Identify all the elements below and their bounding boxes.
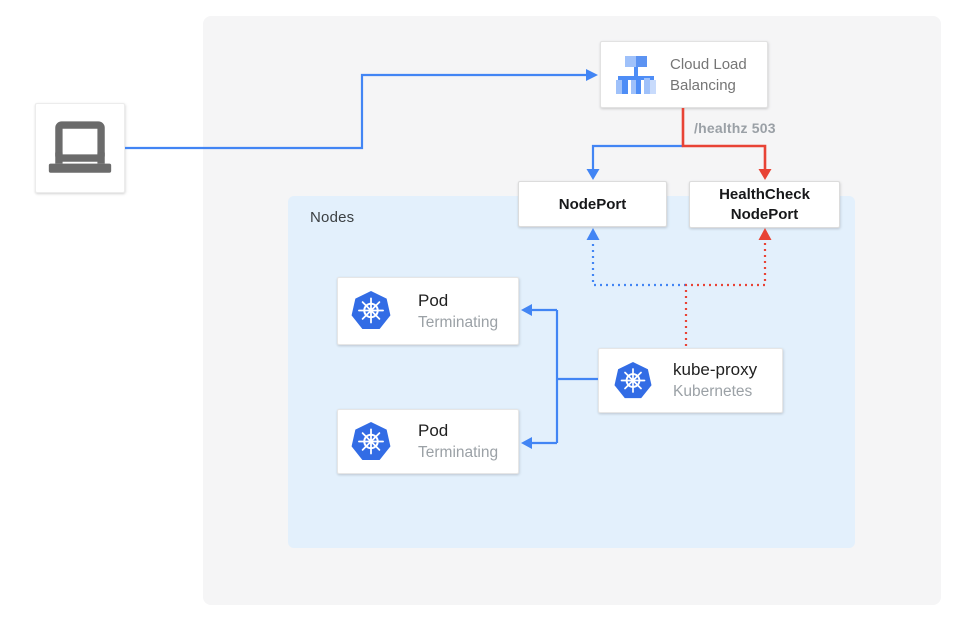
kube-proxy-title: kube-proxy xyxy=(673,360,758,379)
pod-text: Pod Terminating xyxy=(418,420,498,463)
pod-status: Terminating xyxy=(418,444,499,461)
healthz-status-label: /healthz 503 xyxy=(694,120,776,136)
healthcheck-label-line2: NodePort xyxy=(730,205,799,223)
kube-proxy-subtitle: Kubernetes xyxy=(673,383,753,400)
pod-title: Pod xyxy=(418,290,449,310)
load-balancer-icon xyxy=(616,55,656,94)
pod-text: Pod Terminating xyxy=(418,290,498,333)
nodeport-label: NodePort xyxy=(558,195,627,213)
nodeport-node: NodePort xyxy=(518,181,667,227)
kubernetes-icon xyxy=(351,421,391,460)
load-balancer-label: Cloud Load Balancing xyxy=(670,55,747,94)
pod-node-2: Pod Terminating xyxy=(337,409,519,474)
pod-status: Terminating xyxy=(418,313,499,331)
pod-node-1: Pod Terminating xyxy=(337,277,519,345)
kube-proxy-node: kube-proxy Kubernetes xyxy=(598,348,783,413)
healthcheck-nodeport-node: HealthCheck NodePort xyxy=(689,181,840,228)
nodes-group-label: Nodes xyxy=(310,209,355,226)
healthcheck-label-line1: HealthCheck xyxy=(719,185,810,203)
pod-title: Pod xyxy=(418,421,449,440)
kube-proxy-text: kube-proxy Kubernetes xyxy=(673,359,757,402)
kubernetes-icon xyxy=(614,361,652,398)
laptop-icon xyxy=(48,121,112,173)
kubernetes-icon xyxy=(351,291,391,329)
cloud-load-balancing-node: Cloud Load Balancing xyxy=(600,41,768,108)
client-node xyxy=(35,103,125,193)
